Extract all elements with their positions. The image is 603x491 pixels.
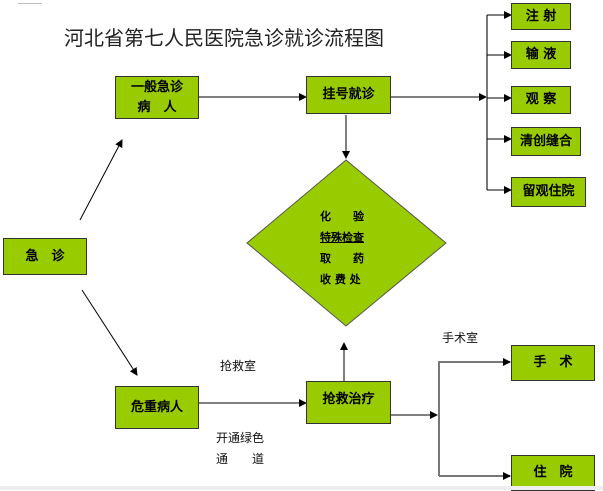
outcome-admission-observation-label: 留观住院 [522,184,575,199]
outcome-infusion: 输 液 [511,41,571,69]
outcome-surgery-label: 手 术 [533,355,573,370]
outcome-infusion-label: 输 液 [525,47,557,62]
corner-mark [18,3,42,4]
outcome-hospitalization: 住 院 [511,455,595,491]
diamond-item-lab: 化 验 [320,210,364,223]
rescue-treatment-node: 抢救治疗 [306,381,391,424]
registration-node: 挂号就诊 [306,76,391,114]
outcome-injection-label: 注 射 [525,8,557,24]
outcome-observation: 观 察 [511,86,571,114]
outcome-hospitalization-label: 住 院 [533,465,573,480]
emergency-label: 急 诊 [25,248,65,264]
diamond-node [246,159,447,327]
outcome-surgery: 手 术 [511,345,595,381]
outcome-injection: 注 射 [511,3,571,30]
green-channel-label-line2: 通 道 [216,452,265,466]
outcome-admission-observation: 留观住院 [511,177,586,207]
diamond-item-cashier: 收 费 处 [320,273,361,286]
outcome-debridement: 清创缝合 [511,127,581,156]
rescue-treatment-label: 抢救治疗 [322,392,375,407]
general-patient-label-line1: 一般急诊 [130,79,183,95]
page-title: 河北省第七人民医院急诊就诊流程图 [64,26,384,50]
outcome-observation-label: 观 察 [525,92,557,107]
green-channel-label-line1: 开通绿色 [216,431,265,445]
registration-label: 挂号就诊 [322,87,375,102]
arrow-emergency-to-critical [81,289,138,376]
rescue-room-label: 抢救室 [220,359,257,373]
diamond-item-special-exam: 特殊检查 [320,231,364,244]
general-patient-label-line2: 病 人 [137,99,177,115]
diamond-labels: 化 验 特殊检查 取 药 收 费 处 [320,206,372,290]
operating-room-label: 手术室 [442,331,479,345]
bottom-border [0,486,603,490]
general-patient-node: 一般急诊 病 人 [115,76,199,119]
diamond-item-pharmacy: 取 药 [320,252,364,265]
critical-patient-node: 危重病人 [115,386,199,429]
arrow-emergency-to-general [79,139,123,221]
critical-patient-label: 危重病人 [130,399,183,415]
outcome-debridement-label: 清创缝合 [519,133,572,149]
emergency-node: 急 诊 [3,238,87,275]
